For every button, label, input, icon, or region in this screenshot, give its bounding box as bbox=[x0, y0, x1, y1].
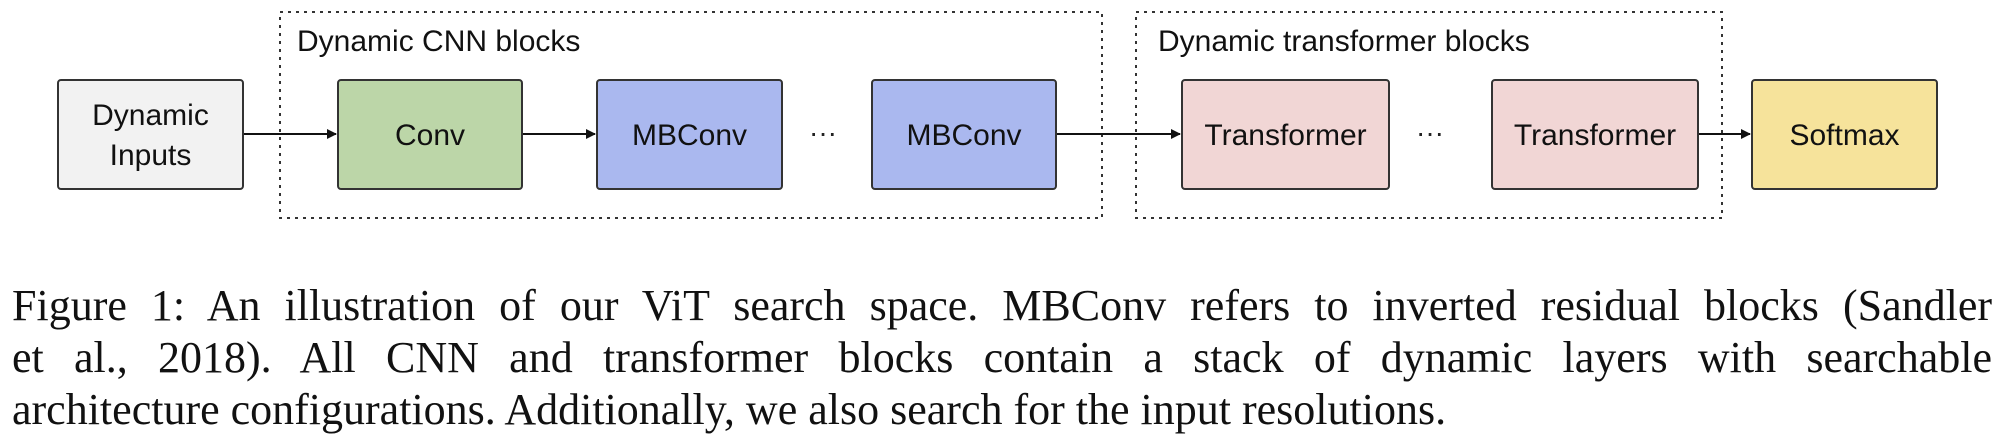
node-transformer-1-label: Transformer bbox=[1204, 119, 1366, 152]
node-mbconv-1: MBConv bbox=[596, 79, 783, 190]
node-transformer-2: Transformer bbox=[1491, 79, 1699, 190]
node-dynamic-inputs-line-1: Dynamic bbox=[92, 99, 209, 132]
dynamic-cnn-group-border bbox=[279, 11, 1103, 219]
caption-line-2: et al., 2018). All CNN and transformer b… bbox=[12, 333, 1992, 382]
architecture-diagram: Dynamic CNN blocks Dynamic transformer b… bbox=[57, 11, 1938, 219]
dynamic-cnn-group: Dynamic CNN blocks bbox=[279, 11, 1103, 219]
node-transformer-1-box bbox=[1181, 79, 1390, 190]
caption-line-1: Figure 1: An illustration of our ViT sea… bbox=[12, 281, 1992, 330]
node-mbconv-1-box bbox=[596, 79, 783, 190]
dynamic-transformer-group-border bbox=[1135, 11, 1723, 219]
figure-caption: Figure 1: An illustration of our ViT sea… bbox=[12, 280, 1992, 436]
dynamic-cnn-group-label: Dynamic CNN blocks bbox=[297, 25, 580, 58]
node-mbconv-2: MBConv bbox=[871, 79, 1057, 190]
node-conv-box bbox=[337, 79, 523, 190]
node-mbconv-2-label: MBConv bbox=[906, 119, 1021, 152]
dynamic-transformer-group-label: Dynamic transformer blocks bbox=[1158, 25, 1530, 58]
ellipsis-cnn: ··· bbox=[809, 117, 837, 148]
node-softmax: Softmax bbox=[1751, 79, 1938, 190]
node-mbconv-2-box bbox=[871, 79, 1057, 190]
node-transformer-2-label: Transformer bbox=[1514, 119, 1676, 152]
node-transformer-2-box bbox=[1491, 79, 1699, 190]
dynamic-transformer-group: Dynamic transformer blocks bbox=[1135, 11, 1723, 219]
node-conv: Conv bbox=[337, 79, 523, 190]
node-softmax-label: Softmax bbox=[1789, 119, 1899, 152]
node-mbconv-1-label: MBConv bbox=[632, 119, 747, 152]
node-transformer-1: Transformer bbox=[1181, 79, 1390, 190]
node-conv-label: Conv bbox=[395, 119, 465, 152]
caption-line-3: architecture configurations. Additionall… bbox=[12, 385, 1447, 434]
ellipsis-transformer: ··· bbox=[1416, 117, 1444, 148]
node-softmax-box bbox=[1751, 79, 1938, 190]
node-dynamic-inputs: Dynamic Inputs bbox=[57, 79, 244, 190]
node-dynamic-inputs-line-2: Inputs bbox=[110, 139, 192, 172]
node-dynamic-inputs-box bbox=[57, 79, 244, 190]
